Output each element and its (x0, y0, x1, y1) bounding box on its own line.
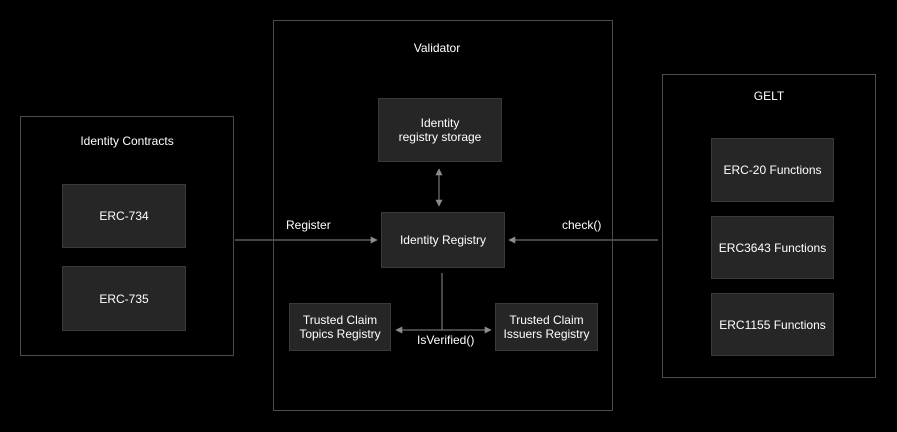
is-verified-edge-label: IsVerified() (417, 333, 475, 347)
trusted-claim-issuers-registry-node[interactable]: Trusted Claim Issuers Registry (495, 303, 598, 351)
identity-registry-storage-line2: registry storage (398, 130, 482, 144)
identity-registry-storage-line1: Identity (420, 116, 460, 130)
trusted-claim-issuers-line2: Issuers Registry (503, 327, 590, 341)
trusted-claim-issuers-line1: Trusted Claim (509, 313, 584, 327)
gelt-title: GELT (753, 89, 785, 103)
register-edge-label: Register (286, 218, 331, 232)
erc3643-functions-label: ERC3643 Functions (718, 240, 827, 255)
trusted-claim-topics-registry-node[interactable]: Trusted Claim Topics Registry (289, 303, 391, 351)
gelt-group: GELT (662, 74, 876, 378)
identity-registry-storage-node[interactable]: Identity registry storage (378, 98, 502, 162)
erc3643-functions-node[interactable]: ERC3643 Functions (711, 216, 834, 279)
trusted-claim-topics-line1: Trusted Claim (302, 313, 378, 327)
erc-20-functions-node[interactable]: ERC-20 Functions (711, 138, 834, 202)
identity-contracts-title: Identity Contracts (80, 134, 174, 148)
validator-title: Validator (413, 41, 461, 55)
validator-group: Validator (273, 20, 613, 411)
erc-734-node[interactable]: ERC-734 (62, 184, 186, 248)
check-edge-label: check() (562, 218, 602, 232)
erc1155-functions-node[interactable]: ERC1155 Functions (711, 293, 834, 356)
identity-registry-label: Identity Registry (399, 233, 487, 247)
erc-735-node[interactable]: ERC-735 (62, 266, 186, 331)
erc1155-functions-label: ERC1155 Functions (719, 317, 826, 332)
erc-20-functions-label: ERC-20 Functions (723, 163, 822, 177)
identity-registry-node[interactable]: Identity Registry (381, 212, 505, 268)
erc-735-label: ERC-735 (99, 291, 149, 306)
identity-contracts-group: Identity Contracts (20, 116, 234, 356)
erc-734-label: ERC-734 (99, 209, 149, 223)
trusted-claim-topics-line2: Topics Registry (299, 327, 381, 341)
